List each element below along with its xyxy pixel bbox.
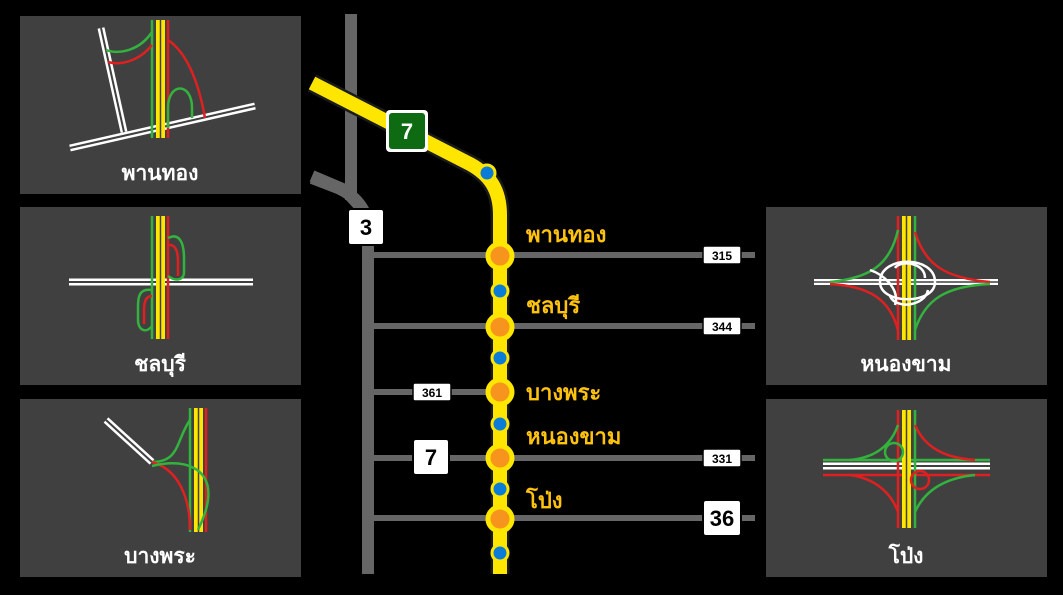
panel-label-pong: โป่ง xyxy=(888,543,924,568)
shield-route-331-number: 331 xyxy=(712,452,732,466)
interchange-nodes xyxy=(485,241,515,534)
interchange-node-panthong xyxy=(485,241,515,271)
motorway-7-line xyxy=(307,74,510,574)
shield-route-331: 331 xyxy=(702,448,742,468)
station-label-chonburi: ชลบุรี xyxy=(526,294,580,320)
minor-nodes xyxy=(477,163,510,563)
shield-motorway-7: 7 xyxy=(386,110,428,152)
shield-route-315: 315 xyxy=(702,245,742,265)
interchange-node-nongkham xyxy=(485,443,515,473)
minor-node xyxy=(490,479,510,499)
shield-route-3: 3 xyxy=(347,208,385,246)
shield-route-315-number: 315 xyxy=(712,249,732,263)
minor-node xyxy=(477,163,497,183)
panthong-interchange-sketch xyxy=(69,20,256,152)
shield-route-361-number: 361 xyxy=(422,386,442,400)
shield-route-344-number: 344 xyxy=(712,320,732,334)
panel-label-chonburi: ชลบุรี xyxy=(134,352,186,378)
panel-nongkham: หนองขาม xyxy=(766,207,1047,385)
minor-node xyxy=(490,414,510,434)
station-label-pong: โป่ง xyxy=(525,487,563,514)
interchange-node-chonburi xyxy=(485,312,515,342)
station-label-nongkham: หนองขาม xyxy=(526,425,621,450)
station-label-panthong: พานทอง xyxy=(526,223,606,248)
bangphra-interchange-sketch xyxy=(103,408,210,532)
nongkham-interchange-sketch xyxy=(814,216,998,340)
shield-route-36: 36 xyxy=(702,499,742,537)
panel-label-nongkham: หนองขาม xyxy=(860,352,951,376)
interchange-node-pong xyxy=(485,504,515,534)
panel-bangphra: บางพระ xyxy=(20,399,301,577)
shield-motorway-7-number: 7 xyxy=(401,119,413,144)
shield-route-7-side: 7 xyxy=(412,438,450,476)
panel-label-bangphra: บางพระ xyxy=(124,544,196,568)
panel-pong: โป่ง xyxy=(766,399,1047,577)
chonburi-interchange-sketch xyxy=(69,216,253,339)
minor-node xyxy=(490,281,510,301)
shield-route-344: 344 xyxy=(702,316,742,336)
shield-route-3-number: 3 xyxy=(360,215,372,240)
pong-interchange-sketch xyxy=(823,410,990,528)
panel-panthong: พานทอง xyxy=(20,16,301,194)
shield-route-36-number: 36 xyxy=(710,506,734,531)
interchange-node-bangphra xyxy=(485,377,515,407)
station-label-bangphra: บางพระ xyxy=(526,381,601,406)
panel-chonburi: ชลบุรี xyxy=(20,207,301,385)
minor-node xyxy=(490,543,510,563)
minor-node xyxy=(490,348,510,368)
shield-route-361: 361 xyxy=(412,382,452,402)
panel-label-panthong: พานทอง xyxy=(122,161,199,185)
shield-route-7-side-number: 7 xyxy=(425,445,437,470)
